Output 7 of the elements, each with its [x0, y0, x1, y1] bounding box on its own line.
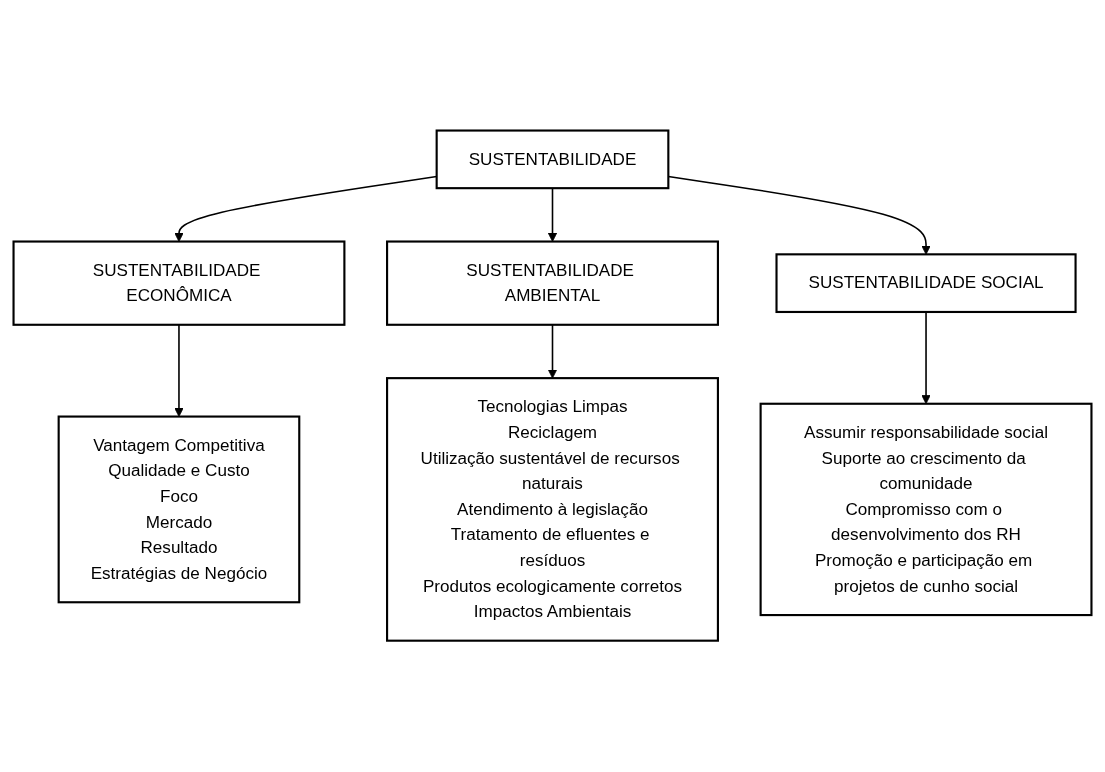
node-box: SUSTENTABILIDADE ECONÔMICA	[12, 240, 346, 327]
node-box: SUSTENTABILIDADE	[435, 129, 670, 190]
node-box: Tecnologias Limpas Reciclagem Utilização sustentável de recursos naturais Atendimento à legislação Tratamento de efluentes e resíduos Produtos ecologicamente corretos Impactos Ambientais	[386, 377, 719, 643]
node-box: Assumir responsabilidade social Suporte ao crescimento da comunidade Compromisso com o desenvolvimento dos RH Promoção e participação em projetos de cunho social	[759, 403, 1093, 617]
node-box: Vantagem Competitiva Qualidade e Custo Foco Mercado Resultado Estratégias de Negócio	[57, 415, 301, 604]
node-box: SUSTENTABILIDADE AMBIENTAL	[386, 240, 719, 327]
node-box: SUSTENTABILIDADE SOCIAL	[775, 253, 1077, 314]
